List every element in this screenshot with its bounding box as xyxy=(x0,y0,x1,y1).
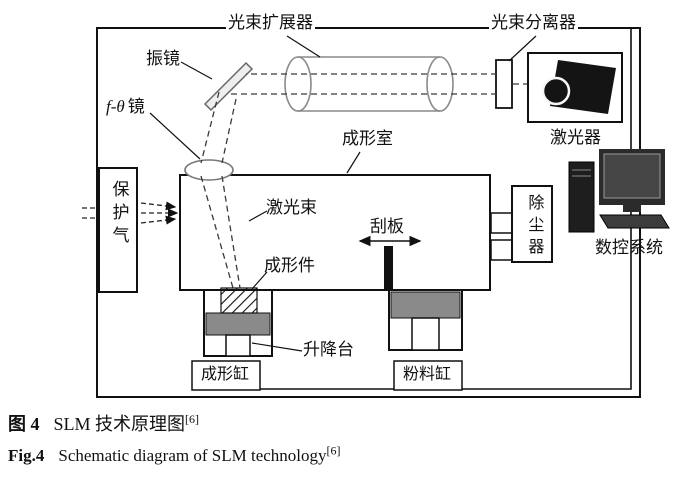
forming-cylinder-label-box xyxy=(191,360,261,391)
caption-zh-label: 图 4 xyxy=(8,414,40,434)
beam-expander-shape xyxy=(284,56,454,112)
computer-tower xyxy=(568,161,595,233)
caption-en-label: Fig.4 xyxy=(8,445,45,465)
label-laser-beam: 激光束 xyxy=(266,198,317,217)
label-beam-splitter: 光束分离器 xyxy=(489,13,578,33)
caption-zh-title: SLM 技术原理图 xyxy=(53,414,186,434)
label-formed-part: 成形件 xyxy=(264,256,315,275)
dust-collector-box xyxy=(490,185,553,263)
label-forming-chamber: 成形室 xyxy=(342,129,393,148)
scraper-blade xyxy=(384,246,393,290)
forming-cylinder-assembly xyxy=(203,287,273,357)
f-theta-symbol: f-θ xyxy=(106,97,125,116)
cnc-computer xyxy=(568,149,670,233)
galvo-mirror-shape xyxy=(203,61,254,112)
laser-aperture xyxy=(541,76,571,106)
label-forming-cylinder: 成形缸 xyxy=(201,366,250,383)
leader-lines xyxy=(149,35,537,352)
label-beam-expander: 光束扩展器 xyxy=(226,13,315,33)
computer-keyboard xyxy=(599,214,670,229)
caption-en-title: Schematic diagram of SLM technology xyxy=(58,445,327,465)
powder-cylinder-assembly xyxy=(388,289,463,351)
formed-part-shape xyxy=(220,287,258,314)
label-galvo-mirror: 振镜 xyxy=(146,49,180,68)
label-dust-collector: 除尘器 xyxy=(525,194,543,260)
slm-schematic xyxy=(82,27,670,398)
f-theta-lens-shape xyxy=(184,159,234,181)
label-cnc-system: 数控系统 xyxy=(595,238,663,257)
cylinder-label-boxes xyxy=(191,360,463,391)
gas-flow-arrows xyxy=(82,201,179,225)
caption-zh-ref: [6] xyxy=(185,412,200,426)
beam-splitter-shape xyxy=(495,59,513,109)
laser-device-shape xyxy=(527,52,623,123)
caption-en-ref: [6] xyxy=(326,442,341,457)
lifting-platform-rod xyxy=(225,334,251,357)
protective-gas-box xyxy=(98,167,138,293)
label-powder-cylinder: 粉料缸 xyxy=(403,366,452,383)
computer-screen xyxy=(603,153,661,199)
forming-chamber-box xyxy=(179,174,491,292)
caption-zh: 图 4 SLM 技术原理图[6] xyxy=(8,413,684,436)
label-scraper: 刮板 xyxy=(370,217,404,236)
label-protective-gas: 保护气 xyxy=(109,180,129,249)
f-theta-suffix: 镜 xyxy=(127,97,145,116)
label-laser: 激光器 xyxy=(550,128,601,147)
caption-en: Fig.4 Schematic diagram of SLM technology… xyxy=(8,442,684,466)
scraper-shape xyxy=(358,235,422,290)
label-lifting-platform: 升降台 xyxy=(303,340,354,359)
powder-cylinder-label-box xyxy=(393,360,463,391)
laser-beam-path xyxy=(200,73,527,289)
